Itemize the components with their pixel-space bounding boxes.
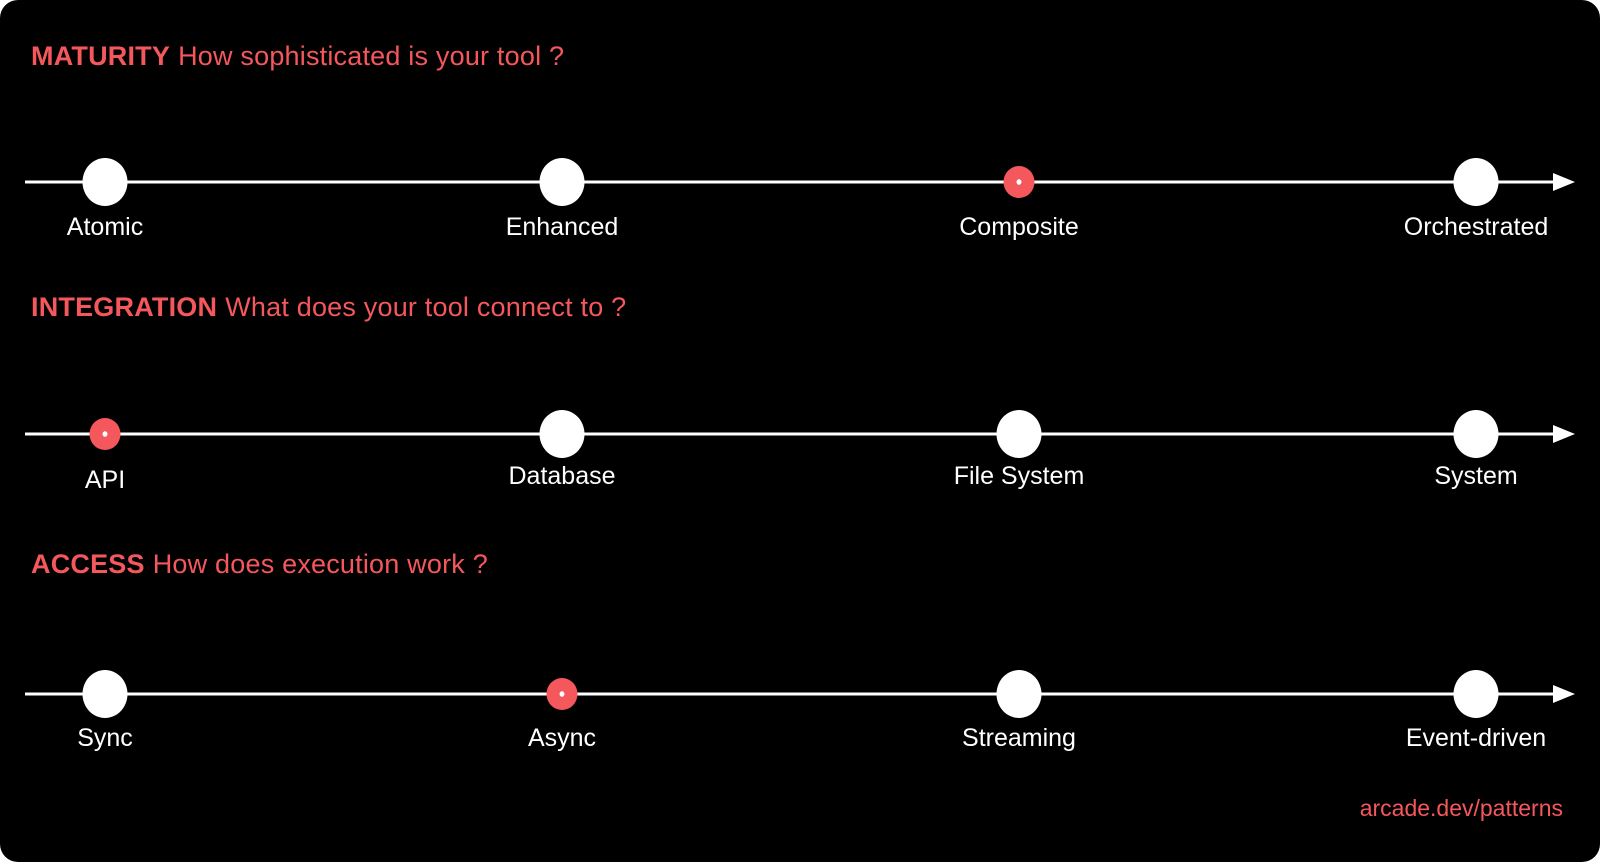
slider-dot-enhanced (539, 158, 585, 206)
axis-arrowhead-icon (1553, 685, 1575, 703)
option-label-atomic: Atomic (66, 213, 144, 241)
slider-dot-composite-selected (1003, 166, 1035, 198)
option-label-sync: Sync (77, 724, 133, 752)
option-label-enhanced: Enhanced (505, 213, 619, 241)
slider-dot-streaming (996, 670, 1042, 718)
section-question: How does execution work ? (152, 549, 488, 579)
option-label-streaming: Streaming (962, 724, 1076, 752)
option-label-system: System (1434, 462, 1518, 490)
section-question: What does your tool connect to ? (225, 292, 627, 322)
option-label-file-system: File System (953, 462, 1085, 490)
slider-dot-api-selected (89, 418, 121, 450)
axis-arrowhead-icon (1553, 173, 1575, 191)
axis-arrowhead-icon (1553, 425, 1575, 443)
slider-dot-system (1453, 410, 1499, 458)
section-keyword: INTEGRATION (31, 292, 218, 322)
option-label-database: Database (508, 462, 616, 490)
slider-axis-line (25, 180, 1561, 184)
slider-dot-file-system (996, 410, 1042, 458)
option-label-event-driven: Event-driven (1405, 724, 1547, 752)
slider-axis-line (25, 432, 1561, 436)
section-keyword: MATURITY (31, 41, 171, 71)
slider-dot-orchestrated (1453, 158, 1499, 206)
option-label-async: Async (527, 724, 597, 752)
slider-axis-line (25, 692, 1561, 696)
slider-dot-event-driven (1453, 670, 1499, 718)
option-label-orchestrated: Orchestrated (1403, 213, 1549, 241)
footer-patterns-link[interactable]: arcade.dev/patterns (1359, 795, 1563, 821)
option-label-composite: Composite (959, 213, 1079, 241)
slider-dot-async-selected (546, 678, 578, 710)
section-question: How sophisticated is your tool ? (178, 41, 565, 71)
slider-dot-database (539, 410, 585, 458)
section-keyword: ACCESS (31, 549, 145, 579)
slider-dot-sync (82, 670, 128, 718)
option-label-api: API (84, 466, 126, 494)
slider-dot-atomic (82, 158, 128, 206)
